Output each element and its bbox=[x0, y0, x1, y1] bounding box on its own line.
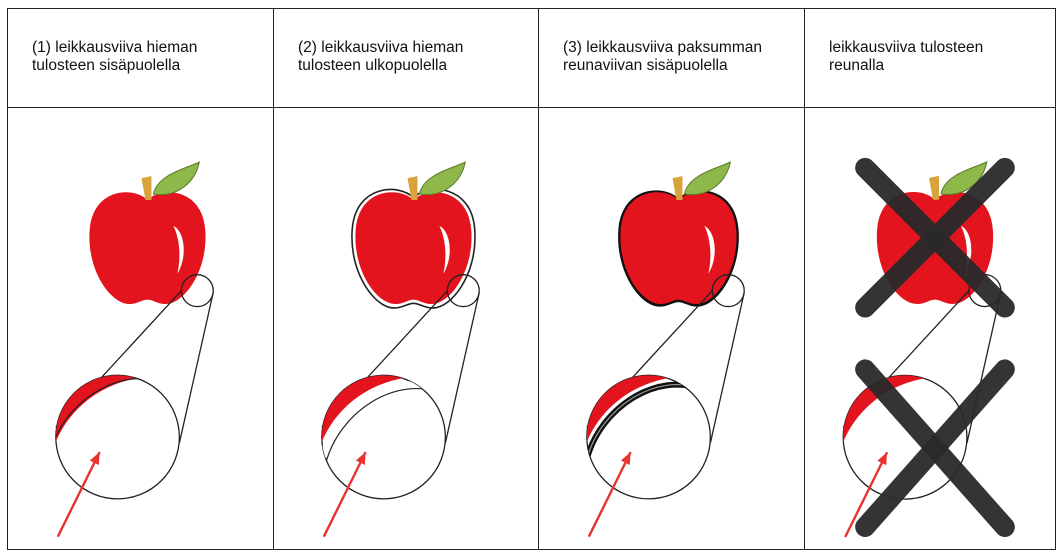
illustration-col-3 bbox=[539, 108, 805, 549]
apple-icon bbox=[352, 162, 475, 308]
magnifier-circle bbox=[16, 275, 213, 499]
header-1-line1: (1) leikkausviiva hieman bbox=[32, 39, 273, 57]
illustration-col-1 bbox=[8, 108, 274, 549]
magnifier-circle bbox=[547, 275, 744, 499]
apple-icon bbox=[89, 162, 205, 304]
header-4-line2: reunalla bbox=[829, 57, 1055, 75]
header-4-line1: leikkausviiva tulosteen bbox=[829, 39, 1055, 57]
apple-illustration-2 bbox=[274, 108, 538, 549]
magnifier-circle bbox=[282, 275, 479, 499]
header-3-line1: (3) leikkausviiva paksumman bbox=[563, 39, 804, 57]
apple-illustration-4 bbox=[805, 108, 1055, 549]
header-3-line2: reunaviivan sisäpuolella bbox=[563, 57, 804, 75]
illustration-col-2 bbox=[274, 108, 539, 549]
illustration-col-4 bbox=[805, 108, 1055, 549]
magnifier-circle bbox=[805, 275, 1001, 499]
header-2-line2: tulosteen ulkopuolella bbox=[298, 57, 538, 75]
header-2-line1: (2) leikkausviiva hieman bbox=[298, 39, 538, 57]
apple-icon bbox=[618, 162, 739, 307]
header-1-line2: tulosteen sisäpuolella bbox=[32, 57, 273, 75]
apple-illustration-1 bbox=[8, 108, 273, 549]
apple-illustration-3 bbox=[539, 108, 804, 549]
